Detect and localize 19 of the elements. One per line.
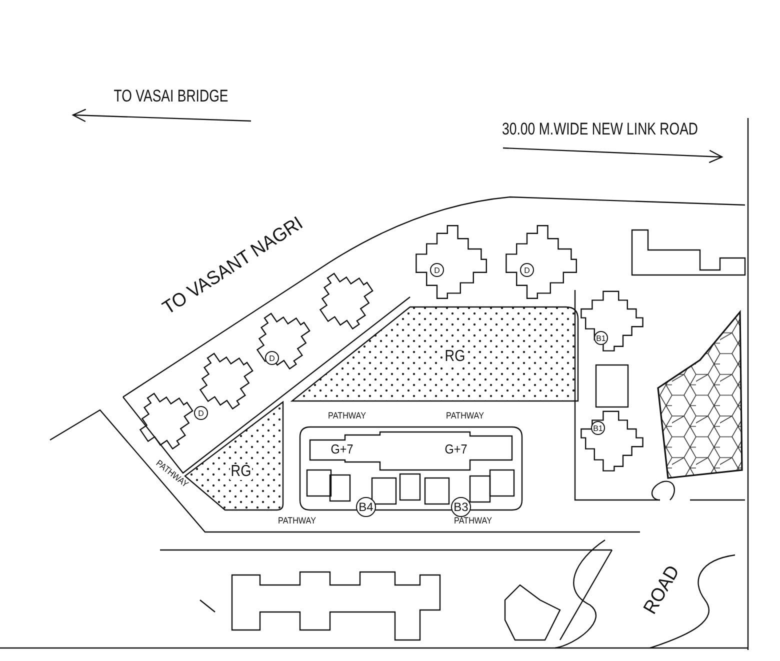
direction-label: TO VASAI BRIDGE <box>114 88 228 104</box>
building-tag: D <box>194 406 208 420</box>
pathway-label: PATHWAY <box>446 412 484 420</box>
building-tag: B3 <box>451 497 471 517</box>
building-tag: D <box>430 263 444 277</box>
area-label: RG <box>444 349 466 365</box>
garden-area <box>290 305 580 403</box>
road-label: 30.00 M.WIDE NEW LINK ROAD <box>502 120 698 138</box>
pathway-label: PATHWAY <box>278 516 316 526</box>
floor-count-label: G+7 <box>444 442 468 456</box>
area-label: RG <box>230 464 252 480</box>
building-tag: D <box>265 351 279 365</box>
pathway-label: PATHWAY <box>454 516 492 526</box>
floor-count-label: G+7 <box>330 442 354 456</box>
building-tag: B1 <box>591 421 605 435</box>
building-tag: B4 <box>356 497 376 517</box>
building-tag: D <box>520 263 534 277</box>
pathway-label: PATHWAY <box>328 412 366 420</box>
building-tag: B1 <box>594 331 608 345</box>
